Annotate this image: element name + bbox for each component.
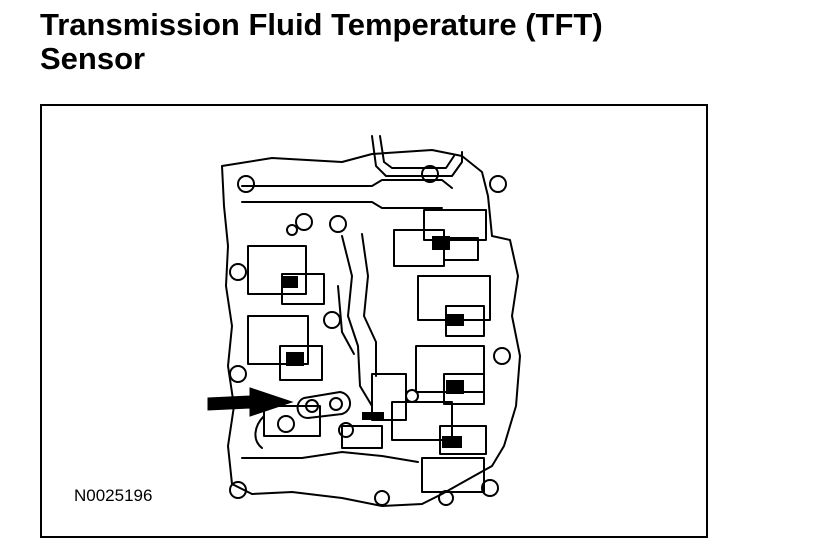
title-line-1: Transmission Fluid Temperature (TFT) [40,7,603,42]
valve-body-drawing [207,135,521,507]
page-title: Transmission Fluid Temperature (TFT) Sen… [40,8,603,76]
figure-id-label: N0025196 [74,486,153,505]
title-line-2: Sensor [40,41,146,76]
illustration-frame: N0025196 [40,104,708,538]
arrow-icon [207,387,294,417]
